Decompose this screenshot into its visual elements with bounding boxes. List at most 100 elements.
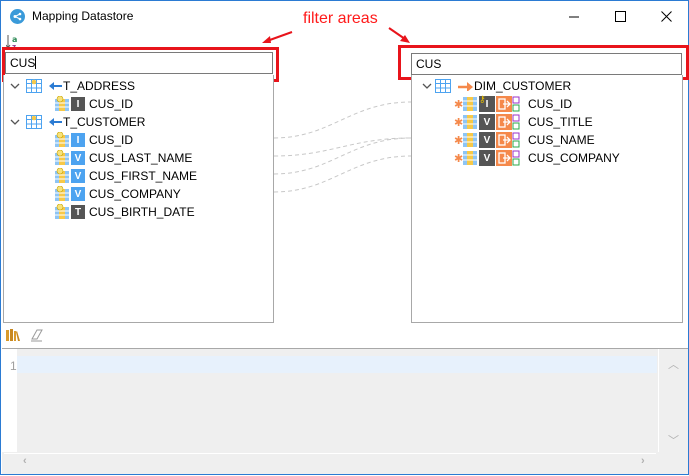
app-icon bbox=[10, 9, 25, 24]
column-name: CUS_LAST_NAME bbox=[89, 151, 193, 165]
eraser-icon bbox=[31, 329, 43, 342]
source-table-icon bbox=[26, 79, 42, 93]
maximize-icon bbox=[614, 11, 626, 22]
expression-editor[interactable]: 1 ︿ ﹀ ‹ › bbox=[2, 348, 688, 474]
column-row[interactable]: V CUS_COMPANY bbox=[54, 185, 181, 203]
column-icon bbox=[463, 97, 477, 111]
asterisk-icon: ✱ bbox=[454, 98, 464, 111]
column-icon bbox=[55, 150, 69, 165]
column-row[interactable]: V CUS_LAST_NAME bbox=[54, 149, 192, 167]
type-badge-icon: V bbox=[71, 187, 85, 201]
target-filter-input[interactable]: CUS bbox=[411, 53, 682, 75]
ui-flags-icon bbox=[512, 150, 520, 166]
column-row[interactable]: I CUS_ID bbox=[54, 95, 133, 113]
text-caret bbox=[35, 56, 37, 69]
scroll-up-icon[interactable]: ︿ bbox=[668, 359, 679, 371]
target-mapping-icon bbox=[496, 114, 512, 130]
column-icon bbox=[55, 168, 69, 183]
asterisk-icon: ✱ bbox=[454, 116, 464, 129]
target-arrow-icon bbox=[458, 82, 473, 91]
column-name: CUS_TITLE bbox=[528, 115, 593, 129]
svg-text:a: a bbox=[12, 35, 17, 44]
window-title: Mapping Datastore bbox=[32, 9, 134, 23]
line-number-gutter: 1 bbox=[2, 349, 17, 452]
current-line-highlight bbox=[17, 356, 657, 373]
horizontal-scrollbar[interactable]: ‹ › bbox=[4, 453, 656, 469]
target-column-row[interactable]: ✱ I⚷ CUS_ID bbox=[454, 94, 572, 113]
column-name: CUS_ID bbox=[89, 97, 134, 111]
annotation-label: filter areas bbox=[303, 10, 378, 27]
ui-flags-icon bbox=[512, 114, 520, 130]
column-name: CUS_COMPANY bbox=[528, 151, 620, 165]
vertical-scrollbar[interactable]: ︿ ﹀ bbox=[658, 349, 686, 452]
library-icon bbox=[6, 329, 20, 341]
annotation-arrow-left-icon bbox=[262, 31, 293, 43]
target-filter-value: CUS bbox=[416, 57, 442, 71]
source-table-icon bbox=[26, 115, 42, 129]
asterisk-icon: ✱ bbox=[454, 152, 464, 165]
column-icon bbox=[55, 204, 69, 219]
target-tree-panel: DIM_CUSTOMER ✱ I⚷ CUS_ID ✱ V CUS_TITLE ✱… bbox=[411, 75, 683, 323]
column-name: CUS_ID bbox=[89, 133, 134, 147]
ui-flags-icon bbox=[512, 132, 520, 148]
expression-toolbar bbox=[2, 324, 688, 348]
target-mapping-icon bbox=[496, 150, 512, 166]
table-name: T_ADDRESS bbox=[63, 79, 136, 93]
column-icon bbox=[55, 186, 69, 201]
column-icon bbox=[55, 132, 69, 147]
target-mapping-icon bbox=[496, 96, 512, 112]
column-icon bbox=[463, 151, 477, 165]
close-icon bbox=[660, 11, 672, 22]
source-arrow-icon bbox=[49, 82, 62, 90]
minimize-icon bbox=[568, 16, 579, 18]
scroll-down-icon[interactable]: ﹀ bbox=[668, 435, 679, 447]
type-badge-icon: V bbox=[479, 132, 495, 148]
key-type-badge-icon: I⚷ bbox=[479, 94, 495, 112]
source-tree-panel: T_ADDRESS I CUS_ID T_CUSTOMER I CUS_ID V… bbox=[3, 75, 274, 323]
tree-node-dim-customer[interactable]: DIM_CUSTOMER bbox=[422, 77, 571, 95]
ui-flags-icon bbox=[512, 96, 520, 112]
column-icon bbox=[463, 115, 477, 129]
column-icon bbox=[463, 133, 477, 147]
target-column-row[interactable]: ✱ V CUS_TITLE bbox=[454, 113, 593, 131]
target-mapping-icon bbox=[496, 132, 512, 148]
chevron-down-icon[interactable] bbox=[422, 81, 432, 91]
tree-node-t-customer[interactable]: T_CUSTOMER bbox=[10, 113, 145, 131]
type-badge-icon: V bbox=[479, 150, 495, 166]
clear-button[interactable] bbox=[29, 327, 45, 343]
asterisk-icon: ✱ bbox=[454, 134, 464, 147]
type-badge-icon: V bbox=[71, 151, 85, 165]
type-badge-icon: V bbox=[71, 169, 85, 183]
library-button[interactable] bbox=[5, 327, 21, 343]
column-name: CUS_COMPANY bbox=[89, 187, 181, 201]
minimize-button[interactable] bbox=[551, 1, 597, 32]
maximize-button[interactable] bbox=[597, 1, 643, 32]
annotation-arrow-right-icon bbox=[388, 27, 410, 43]
column-name: CUS_BIRTH_DATE bbox=[89, 205, 195, 219]
column-row[interactable]: T CUS_BIRTH_DATE bbox=[54, 203, 195, 221]
type-badge-icon: T bbox=[71, 205, 85, 219]
type-badge-icon: I bbox=[71, 97, 85, 111]
target-column-row[interactable]: ✱ V CUS_NAME bbox=[454, 131, 595, 149]
chevron-down-icon[interactable] bbox=[10, 117, 20, 127]
column-icon bbox=[55, 96, 69, 111]
table-name: DIM_CUSTOMER bbox=[474, 79, 572, 93]
type-badge-icon: V bbox=[479, 114, 495, 130]
column-name: CUS_NAME bbox=[528, 133, 595, 147]
column-row[interactable]: I CUS_ID bbox=[54, 131, 133, 149]
source-filter-value: CUS bbox=[10, 56, 36, 70]
scroll-left-icon[interactable]: ‹ bbox=[23, 455, 27, 467]
line-number: 1 bbox=[10, 359, 17, 373]
source-filter-input[interactable]: CUS bbox=[5, 52, 273, 74]
target-column-row[interactable]: ✱ V CUS_COMPANY bbox=[454, 149, 620, 167]
title-bar: Mapping Datastore bbox=[1, 1, 688, 32]
table-name: T_CUSTOMER bbox=[63, 115, 146, 129]
column-name: CUS_FIRST_NAME bbox=[89, 169, 198, 183]
chevron-down-icon[interactable] bbox=[10, 81, 20, 91]
column-row[interactable]: V CUS_FIRST_NAME bbox=[54, 167, 197, 185]
close-button[interactable] bbox=[643, 1, 689, 32]
target-table-icon bbox=[435, 79, 451, 93]
scroll-right-icon[interactable]: › bbox=[641, 455, 645, 467]
tree-node-t-address[interactable]: T_ADDRESS bbox=[10, 77, 135, 95]
